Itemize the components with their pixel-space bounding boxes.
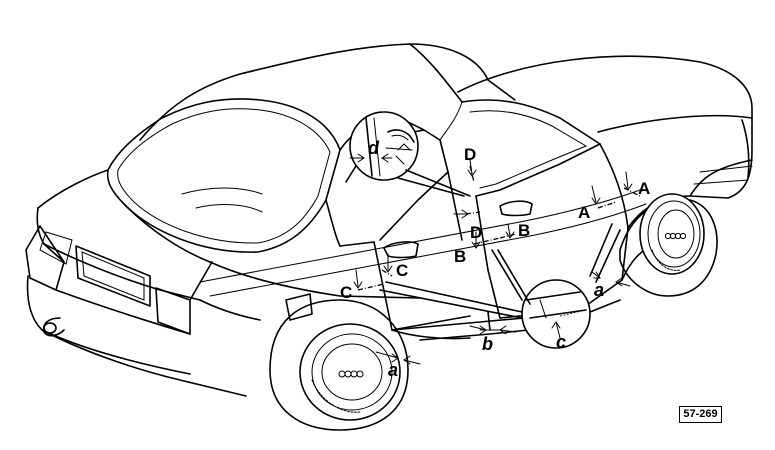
detail-circle-d: [349, 111, 419, 181]
figure-reference-number: 57-269: [679, 406, 722, 423]
labels: A A B B C C D D a a b c d: [340, 138, 650, 380]
label-d: d: [368, 138, 380, 158]
label-B-left: B: [454, 247, 466, 266]
label-C-right: C: [396, 261, 408, 280]
arrows: [349, 153, 633, 365]
label-B-right: B: [518, 221, 530, 240]
rear-hub-rings: [338, 370, 364, 378]
label-a-rear: a: [388, 360, 398, 380]
detail-circle-c: [521, 279, 591, 349]
label-D-top: D: [464, 145, 476, 164]
label-A-fender: A: [638, 179, 650, 198]
front-wheel: [619, 193, 718, 297]
label-D-mid: D: [470, 223, 482, 242]
leader-lines: [379, 169, 621, 331]
section-lines: [357, 165, 641, 291]
label-C-left: C: [340, 283, 352, 302]
label-a-front: a: [594, 280, 604, 300]
label-b: b: [482, 334, 493, 354]
label-A-door: A: [578, 203, 590, 222]
label-c: c: [556, 332, 566, 352]
front-hub-rings: [664, 232, 687, 240]
rear-wheel: [269, 299, 409, 431]
